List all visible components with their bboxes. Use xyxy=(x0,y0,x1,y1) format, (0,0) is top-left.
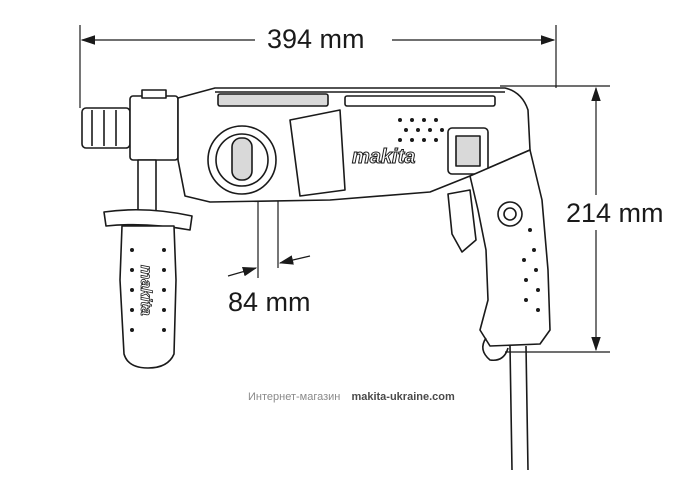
drill-body xyxy=(81,87,551,471)
side-handle-stem xyxy=(137,159,157,213)
extension-lines xyxy=(79,25,610,353)
length-dimension-label: 394 mm xyxy=(263,26,369,53)
footer-watermark: Интернет-магазин makita-ukraine.com xyxy=(248,391,455,403)
chuck-offset-dimension-label: 84 mm xyxy=(226,287,313,317)
offset-dim-left xyxy=(227,267,258,277)
footer-site-link[interactable]: makita-ukraine.com xyxy=(351,391,455,403)
power-cord xyxy=(509,345,529,471)
side-handle-grip xyxy=(119,225,177,369)
pistol-grip xyxy=(469,149,551,347)
handle-logo: makita xyxy=(137,265,154,316)
body-logo: makita xyxy=(352,146,415,168)
side-handle-top xyxy=(103,208,193,231)
vent-dots xyxy=(398,118,444,142)
dimension-lines xyxy=(80,35,601,352)
offset-dim-right xyxy=(278,255,311,265)
height-dimension-label: 214 mm xyxy=(566,198,664,229)
chuck-collar xyxy=(129,95,179,161)
chuck xyxy=(81,107,131,149)
trigger xyxy=(447,189,477,253)
footer-label: Интернет-магазин xyxy=(248,391,341,403)
